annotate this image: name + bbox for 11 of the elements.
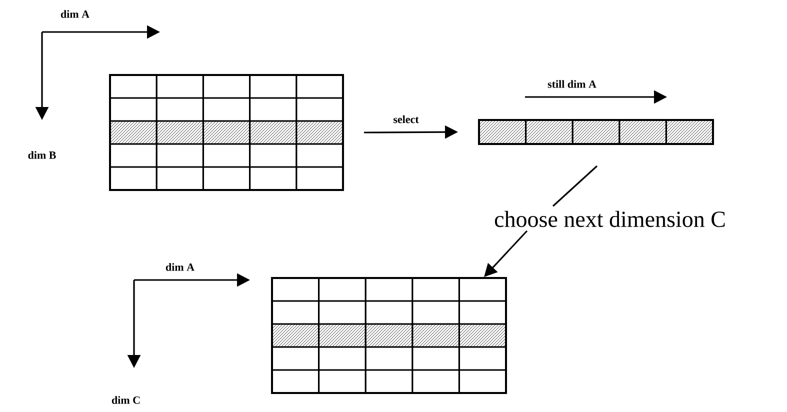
axis-label: dim A (166, 263, 194, 271)
axis-label: dim C (112, 396, 140, 404)
axis-label: dim B (28, 151, 56, 159)
axis-label: still dim A (548, 80, 596, 88)
row-strip-drawing (478, 119, 714, 145)
leader-line (552, 165, 598, 207)
edge-label: select (394, 115, 419, 124)
axis-label: dim A (60, 10, 90, 18)
grid-drawing (109, 74, 344, 191)
grid-drawing (271, 277, 507, 394)
annotation-text: choose next dimension C (494, 210, 725, 228)
